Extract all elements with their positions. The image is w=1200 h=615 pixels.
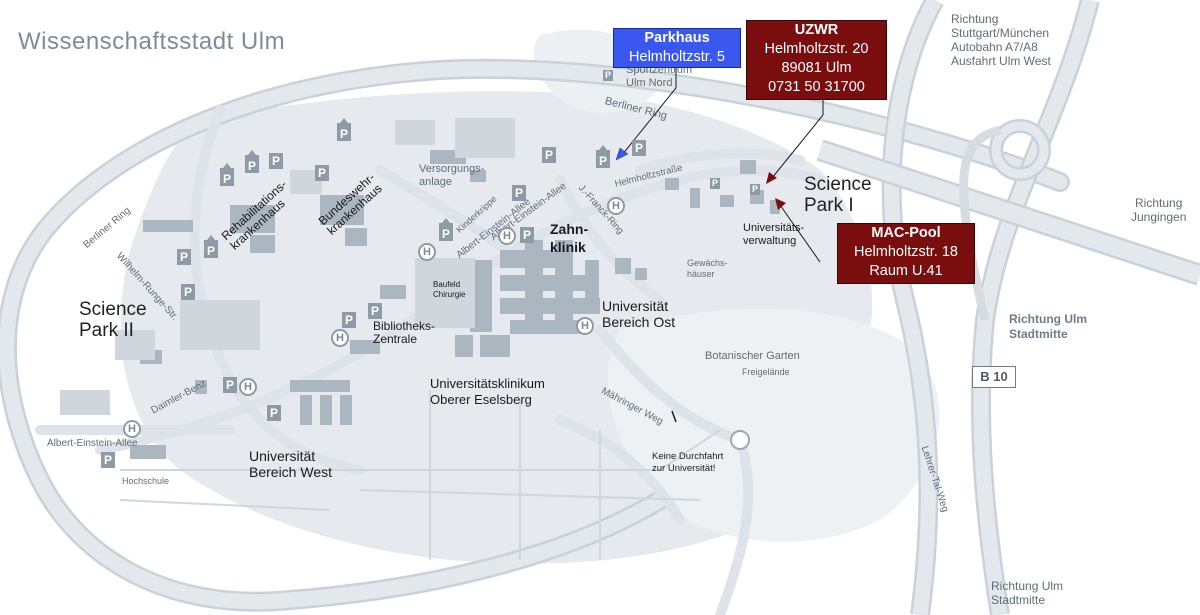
- hospital-icon[interactable]: H: [498, 227, 516, 245]
- callout-parkhaus-address: Helmholtzstr. 5: [629, 49, 725, 65]
- parking-icon[interactable]: P: [223, 377, 237, 393]
- parking-icon[interactable]: P: [181, 284, 195, 300]
- parking-icon[interactable]: P: [204, 235, 218, 258]
- hospital-icon[interactable]: H: [239, 378, 257, 396]
- terrain: [120, 29, 940, 564]
- street-albert-einstein-3: Albert-Einstein-Allee: [47, 438, 138, 449]
- gewaechshaeuser-label: Gewächs-häuser: [687, 258, 728, 279]
- buildings: [130, 150, 780, 459]
- parking-icon[interactable]: P: [101, 452, 115, 468]
- road-closed-icon: [730, 430, 750, 450]
- freigelaende-label: Freigelände: [742, 367, 790, 377]
- parking-icon[interactable]: P: [368, 303, 382, 319]
- parking-icon[interactable]: P: [603, 70, 613, 81]
- parking-icon[interactable]: P: [542, 147, 556, 163]
- parking-icon[interactable]: P: [439, 218, 453, 241]
- bibliothek-label: Bibliotheks-Zentrale: [373, 319, 436, 346]
- parking-icon[interactable]: P: [710, 178, 720, 189]
- botanischer-garten-label: Botanischer Garten: [705, 350, 800, 362]
- parking-icon[interactable]: P: [315, 165, 329, 181]
- callout-uzwr-title: UZWR: [794, 22, 839, 38]
- callout-parkhaus[interactable]: Parkhaus Helmholtzstr. 5: [613, 28, 741, 68]
- parking-icon[interactable]: P: [342, 312, 356, 328]
- parking-icon[interactable]: P: [245, 150, 259, 173]
- parking-icon[interactable]: P: [632, 140, 646, 156]
- parking-icon[interactable]: P: [267, 405, 281, 421]
- hochschule-label: Hochschule: [122, 476, 170, 486]
- callout-macpool[interactable]: MAC-Pool Helmholtzstr. 18 Raum U.41: [837, 223, 975, 284]
- callout-macpool-address: Helmholtzstr. 18: [854, 244, 958, 260]
- hospital-icon[interactable]: H: [331, 329, 349, 347]
- footpaths: [119, 390, 721, 560]
- parking-icon[interactable]: P: [337, 118, 351, 141]
- callout-arrowheads: [615, 147, 786, 210]
- barrier-icon: [671, 410, 677, 423]
- b10-road-sign: B 10: [972, 366, 1016, 388]
- versorgungsanlage-label: Versorgungs-anlage: [419, 163, 485, 188]
- parking-icon[interactable]: P: [220, 163, 234, 186]
- highway-interchange: [816, 0, 1200, 615]
- map-title: Wissenschaftsstadt Ulm: [18, 28, 286, 55]
- berliner-ring-road: [0, 58, 1070, 612]
- callout-macpool-title: MAC-Pool: [871, 225, 941, 241]
- light-buildings: [60, 118, 515, 415]
- callout-pointers: [621, 68, 824, 263]
- callout-uzwr[interactable]: UZWR Helmholtzstr. 20 89081 Ulm 0731 50 …: [746, 20, 887, 100]
- callout-macpool-room: Raum U.41: [869, 263, 943, 279]
- parking-icon[interactable]: P: [269, 153, 283, 169]
- parking-icon[interactable]: P: [520, 227, 534, 243]
- parking-icon[interactable]: P: [512, 185, 526, 201]
- parking-icon[interactable]: P: [596, 145, 610, 168]
- zahnklinik-label: Zahn-klinik: [550, 221, 589, 255]
- callout-parkhaus-title: Parkhaus: [644, 30, 710, 46]
- callout-uzwr-address: Helmholtzstr. 20: [764, 41, 869, 57]
- callout-uzwr-city: 89081 Ulm: [781, 60, 852, 76]
- parking-icon[interactable]: P: [750, 184, 760, 195]
- hospital-icon[interactable]: H: [123, 420, 141, 438]
- verwaltung-label: Universitäts-verwaltung: [743, 222, 805, 247]
- hospital-icon[interactable]: H: [576, 317, 594, 335]
- hospital-icon[interactable]: H: [418, 243, 436, 261]
- hospital-icon[interactable]: H: [607, 197, 625, 215]
- campus-streets: [35, 105, 825, 615]
- callout-uzwr-phone: 0731 50 31700: [768, 79, 865, 95]
- parking-icon[interactable]: P: [177, 249, 191, 265]
